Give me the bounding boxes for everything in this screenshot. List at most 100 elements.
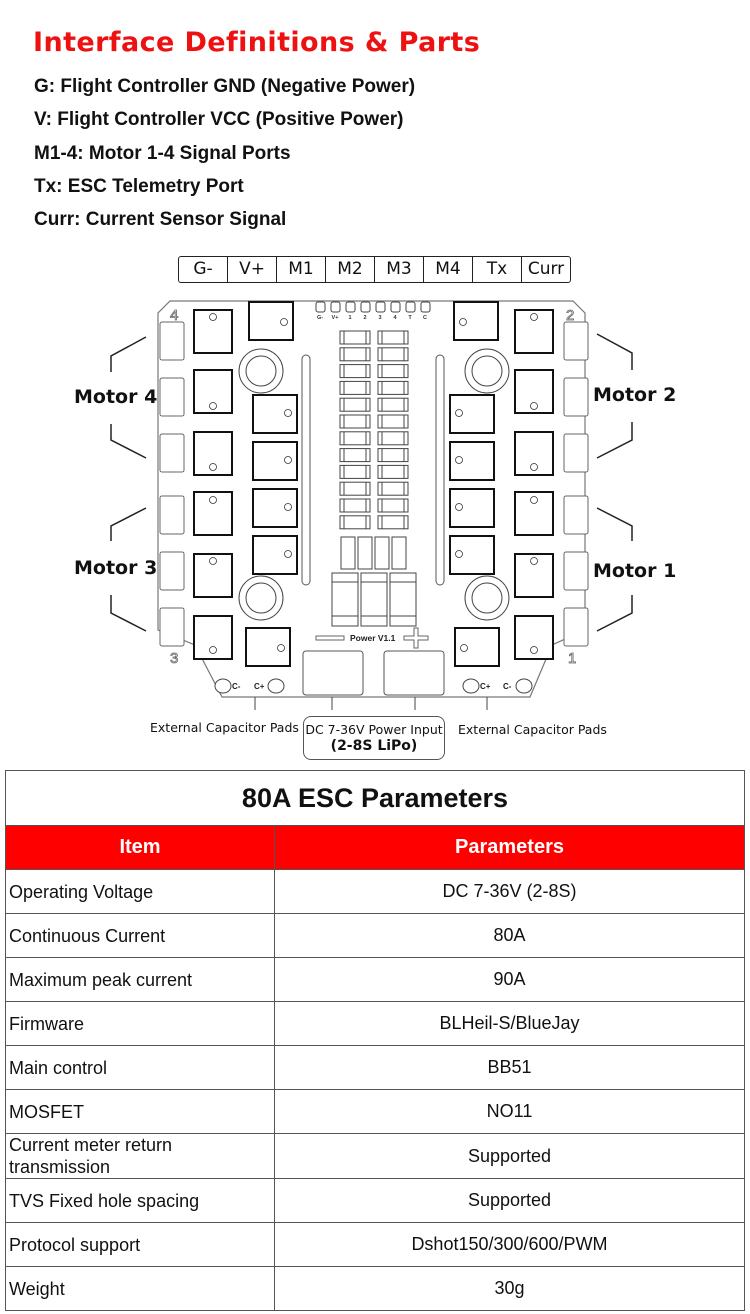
leader-lines (254, 697, 488, 710)
capacitor (377, 498, 409, 513)
pad-label-g: G- (317, 315, 323, 321)
power-pad-positive (383, 650, 445, 696)
pin-m4: M4 (424, 257, 473, 282)
pin-m1: M1 (277, 257, 326, 282)
column-header-item: Item (5, 825, 275, 870)
capacitor (339, 515, 371, 530)
power-input-callout: DC 7-36V Power Input (2-8S LiPo) (303, 716, 445, 760)
motor-1-label: Motor 1 (593, 560, 677, 582)
power-pad-negative (302, 650, 364, 696)
capacitor (377, 515, 409, 530)
parameters-table: 80A ESC Parameters Item Parameters Opera… (5, 770, 745, 1311)
row-item: TVS Fixed hole spacing (5, 1178, 275, 1223)
corner-number-4: 4 (170, 307, 178, 324)
capacitor (377, 330, 409, 345)
slot-right (435, 354, 445, 586)
pin-tx: Tx (473, 257, 522, 282)
row-value: BLHeil-S/BlueJay (274, 1001, 745, 1046)
power-input-voltage: DC 7-36V Power Input (305, 722, 443, 737)
cap-label-left-plus: C+ (254, 682, 265, 691)
cap-label-left-minus: C- (232, 682, 241, 691)
cap-label-right-plus: C+ (480, 682, 491, 691)
external-cap-pads-left-label: External Capacitor Pads (150, 720, 299, 735)
mounting-holes (238, 348, 510, 621)
esc-board-diagram: 4 2 3 1 (110, 300, 633, 710)
pin-m3: M3 (375, 257, 424, 282)
motor-4-label: Motor 4 (74, 386, 158, 408)
definition-current: Curr: Current Sensor Signal (34, 209, 287, 231)
capacitor (339, 431, 371, 446)
definition-vcc: V: Flight Controller VCC (Positive Power… (34, 109, 404, 131)
corner-number-3: 3 (170, 650, 178, 667)
pin-g-minus: G- (179, 257, 228, 282)
capacitor (377, 347, 409, 362)
definition-telemetry: Tx: ESC Telemetry Port (34, 175, 244, 197)
row-item: Maximum peak current (5, 957, 275, 1002)
row-value: Dshot150/300/600/PWM (274, 1222, 745, 1267)
pin-v-plus: V+ (228, 257, 277, 282)
slot-left (301, 354, 311, 586)
row-item: MOSFET (5, 1089, 275, 1134)
pin-header-legend: G- V+ M1 M2 M3 M4 Tx Curr (178, 256, 571, 283)
capacitor (377, 364, 409, 379)
external-cap-pads-right-label: External Capacitor Pads (458, 722, 607, 737)
external-cap-pads (214, 678, 533, 694)
pin-m2: M2 (326, 257, 375, 282)
capacitor (339, 498, 371, 513)
motor-wire-pads (159, 321, 589, 647)
row-value: 90A (274, 957, 745, 1002)
definitions-list: G: Flight Controller GND (Negative Power… (34, 76, 415, 242)
definition-motor-signals: M1-4: Motor 1-4 Signal Ports (34, 142, 291, 164)
capacitor (377, 414, 409, 429)
row-value: DC 7-36V (2-8S) (274, 869, 745, 914)
capacitor (339, 414, 371, 429)
board-version: Power V1.1 (350, 633, 396, 643)
corner-number-1: 1 (568, 650, 576, 667)
row-item: Current meter return transmission (5, 1133, 275, 1179)
capacitor (339, 448, 371, 463)
capacitor-bank (339, 330, 409, 530)
column-header-parameters: Parameters (274, 825, 745, 870)
definition-gnd: G: Flight Controller GND (Negative Power… (34, 76, 416, 97)
capacitor (377, 448, 409, 463)
row-item: Protocol support (5, 1222, 275, 1267)
row-item: Weight (5, 1266, 275, 1311)
capacitor (377, 464, 409, 479)
motor-brackets (110, 333, 633, 632)
pad-label-2: 2 (363, 315, 366, 321)
pad-label-1: 1 (348, 315, 351, 321)
row-item: Main control (5, 1045, 275, 1090)
row-value: BB51 (274, 1045, 745, 1090)
pad-label-c: C (423, 315, 427, 321)
capacitor (339, 397, 371, 412)
capacitor (339, 464, 371, 479)
capacitor (339, 364, 371, 379)
capacitor (377, 380, 409, 395)
minus-sign (315, 635, 345, 641)
pad-label-t: T (408, 315, 412, 321)
plus-sign (403, 627, 429, 649)
mosfet-chips (193, 301, 554, 667)
capacitor (377, 481, 409, 496)
row-item: Firmware (5, 1001, 275, 1046)
row-item: Continuous Current (5, 913, 275, 958)
row-value: Supported (274, 1133, 745, 1179)
capacitor (377, 431, 409, 446)
corner-number-2: 2 (566, 307, 574, 324)
capacitor (339, 380, 371, 395)
pad-label-4: 4 (393, 315, 397, 321)
row-value: 30g (274, 1266, 745, 1311)
capacitor (339, 347, 371, 362)
signal-pads (315, 301, 431, 313)
row-item: Operating Voltage (5, 869, 275, 914)
